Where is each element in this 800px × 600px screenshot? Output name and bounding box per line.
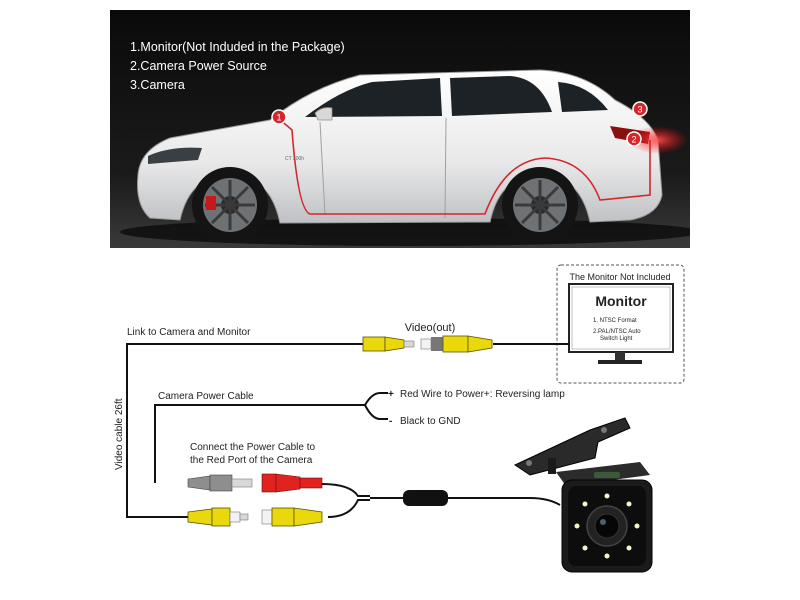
legend-item-camera: 3.Camera [130, 78, 185, 92]
car-badge: CT 200h [285, 156, 304, 162]
monitor-box-title: The Monitor Not Included [569, 272, 670, 282]
minus-sign: - [389, 416, 392, 427]
connect-label-line-2: the Red Port of the Camera [190, 455, 313, 466]
video-cable-label: Video cable 26ft [114, 398, 125, 470]
monitor-title: Monitor [595, 293, 647, 309]
svg-text:3: 3 [637, 105, 642, 115]
red-wire-label: Red Wire to Power+: Reversing lamp [400, 389, 565, 400]
backup-camera [513, 417, 653, 573]
monitor-spec-2b: Switch Light [600, 336, 633, 342]
marker-1: 1 [271, 109, 287, 125]
connect-label-line-1: Connect the Power Cable to [190, 442, 316, 453]
legend-item-monitor: 1.Monitor(Not Induded in the Package) [130, 40, 345, 54]
monitor-spec-2a: 2.PAL/NTSC Auto [593, 329, 641, 335]
marker-2: 2 [626, 131, 642, 147]
power-cable-label: Camera Power Cable [158, 391, 254, 402]
front-wheel [192, 167, 268, 243]
video-out-label: Video(out) [405, 322, 456, 334]
black-gnd-label: Black to GND [400, 416, 461, 427]
monitor-spec-1: 1. NTSC Format [593, 318, 637, 324]
cables [126, 343, 570, 518]
svg-text:2: 2 [631, 135, 636, 145]
plus-sign: + [388, 389, 394, 400]
video-out-connector [362, 335, 493, 353]
monitor-stand [615, 352, 625, 360]
video-rca-connector [187, 507, 323, 527]
link-label: Link to Camera and Monitor [127, 327, 251, 338]
svg-text:1: 1 [276, 113, 281, 123]
power-connector [187, 473, 323, 493]
legend-item-power: 2.Camera Power Source [130, 59, 267, 73]
inline-junction [403, 490, 448, 506]
car-photo: CT 200h 1.Monitor(Not Induded in the Pac… [110, 10, 690, 248]
monitor-base [598, 360, 642, 364]
photo-legend: 1.Monitor(Not Induded in the Package) 2.… [130, 40, 345, 92]
monitor-box: The Monitor Not Included Monitor 1. NTSC… [556, 264, 685, 384]
rear-wheel [502, 167, 578, 243]
marker-3: 3 [632, 101, 648, 117]
